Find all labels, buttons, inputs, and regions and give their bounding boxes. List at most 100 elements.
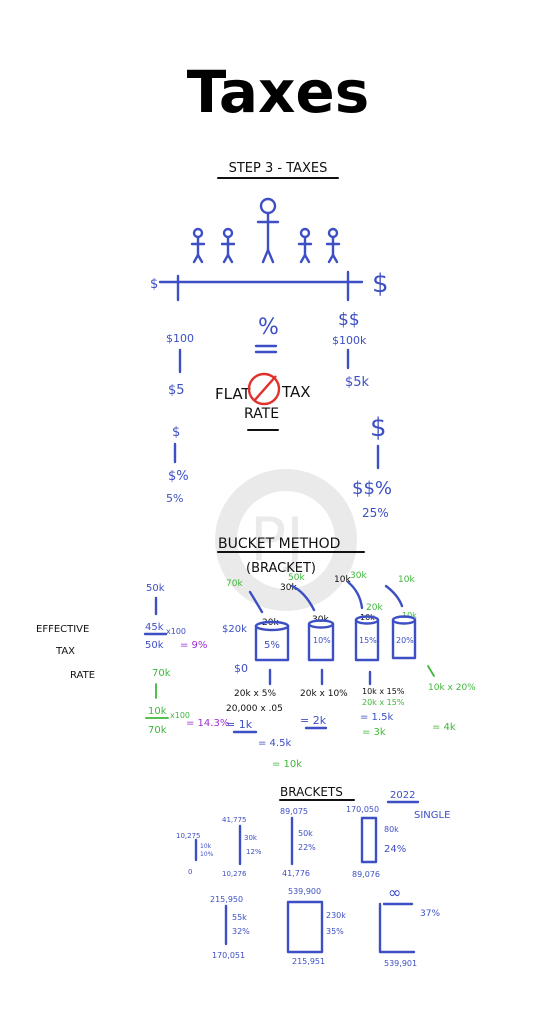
- b1-top: 41,775: [222, 816, 247, 824]
- calc-b1-c: = 2k: [300, 714, 327, 727]
- left-col-1: $5: [168, 383, 185, 398]
- calc-b2-a: 10k x 15%: [362, 687, 405, 696]
- income-label-0: 70k: [226, 579, 243, 589]
- scale-right-dollar: $: [372, 269, 389, 299]
- brackets-heading: BRACKETS: [280, 785, 343, 799]
- arrows-out-of-buckets: [268, 668, 372, 686]
- zero-label: $0: [234, 662, 248, 675]
- calc1-den: 50k: [145, 640, 164, 651]
- b0-rate: 10%: [200, 851, 214, 858]
- tax-label: TAX: [281, 383, 311, 401]
- income-label-1: 50k: [288, 573, 305, 583]
- calc-b0-c: = 1k: [226, 718, 253, 731]
- left-col-4: 5%: [166, 492, 183, 505]
- b0-top: 10,275: [176, 832, 201, 840]
- arrows-into-buckets: [248, 580, 404, 614]
- right-col-4: $$%: [352, 478, 392, 499]
- left-col-3: $%: [168, 469, 189, 484]
- scale-left-dollar: $: [150, 277, 158, 292]
- b2-bottom: 41,776: [282, 869, 310, 878]
- b1-size: 30k: [244, 834, 258, 842]
- b5-size: 230k: [326, 911, 346, 920]
- bucket-heading: BUCKET METHOD: [218, 536, 340, 552]
- calc-b2-c: = 1.5k: [360, 712, 393, 723]
- income-label-5: 10k: [398, 575, 415, 585]
- b0-bottom: 0: [188, 868, 192, 876]
- bucket-rate-0: 5%: [264, 640, 280, 651]
- bracket-24pct: 170,050 80k 24% 89,076: [346, 805, 406, 879]
- calc1-income: 50k: [146, 583, 165, 594]
- bucket-top-label-0: $20k: [222, 624, 247, 635]
- income-label-2: 30k: [280, 583, 297, 593]
- bucket-rate-3: 20%: [396, 636, 414, 645]
- no-sign-icon: [247, 372, 281, 406]
- b2-rate: 22%: [298, 843, 316, 852]
- bracket-35pct: 539,900 230k 35% 215,951: [286, 887, 346, 966]
- calc-b1-a: 20k x 10%: [300, 689, 348, 699]
- bracket-37pct: ∞ 37% 539,901: [378, 883, 440, 968]
- brackets-filing: SINGLE: [414, 810, 450, 821]
- calc1-num: 45k: [145, 622, 164, 633]
- page-title: Taxes: [187, 58, 370, 126]
- b3-size: 80k: [384, 825, 399, 834]
- percent-sign: %: [258, 315, 279, 340]
- flat-label: FLAT: [215, 385, 251, 403]
- calc1-result: = 9%: [180, 640, 207, 651]
- income-label-6: 20k: [366, 603, 383, 613]
- b6-bottom: 539,901: [384, 959, 417, 968]
- calc-b2-b: 20k x 15%: [362, 698, 405, 707]
- bucket-20pct: 20%: [391, 615, 417, 660]
- calc2-income: 70k: [152, 668, 171, 679]
- total-1: = 10k: [272, 759, 302, 770]
- right-col-0: $$: [338, 310, 360, 330]
- effective-label-2: RATE: [70, 670, 95, 681]
- bracket-22pct: 89,075 50k 22% 41,776: [280, 807, 316, 878]
- calc2-num: 10k: [148, 706, 167, 717]
- step-heading: STEP 3 - TAXES: [229, 161, 328, 176]
- calc-b0-b: 20,000 x .05: [226, 704, 283, 714]
- b0-size: 10k: [200, 843, 212, 850]
- income-label-3: 10k: [334, 575, 351, 585]
- b4-bottom: 170,051: [212, 951, 245, 960]
- b1-rate: 12%: [246, 848, 262, 856]
- bucket-10pct: 10%: [307, 619, 335, 662]
- people-icon: [190, 197, 341, 264]
- bracket-32pct: 215,950 55k 32% 170,051: [210, 895, 250, 960]
- bracket-10pct: 10,275 10k 10% 0: [176, 832, 214, 876]
- b4-top: 215,950: [210, 895, 243, 904]
- right-col-3: $: [370, 413, 387, 443]
- total-0: = 4.5k: [258, 738, 291, 749]
- bucket-rate-1: 10%: [313, 636, 331, 645]
- income-label-4: 30k: [350, 571, 367, 581]
- b2-top: 89,075: [280, 807, 308, 816]
- bracket-12pct: 41,775 30k 12% 10,276: [222, 816, 262, 878]
- left-col-0: $100: [166, 332, 194, 345]
- b4-size: 55k: [232, 913, 247, 922]
- rate-label: RATE: [244, 406, 279, 422]
- calc-b3-c: = 4k: [432, 722, 456, 733]
- calc-b2-d: = 3k: [362, 727, 386, 738]
- b3-rate: 24%: [384, 844, 406, 855]
- b4-rate: 32%: [232, 927, 250, 936]
- b3-bottom: 89,076: [352, 870, 380, 879]
- calc2-den: 70k: [148, 725, 167, 736]
- income-label-8: 10k: [402, 611, 417, 620]
- b3-top: 170,050: [346, 805, 379, 814]
- calc2-mult: x100: [170, 711, 190, 720]
- bucket-15pct: 15%: [354, 615, 380, 662]
- bucket-rate-2: 15%: [359, 636, 377, 645]
- b6-rate: 37%: [420, 909, 440, 919]
- calc2-result: = 14.3%: [186, 718, 229, 729]
- arrow-down-icon: [427, 665, 435, 677]
- brackets-year: 2022: [390, 790, 415, 801]
- left-col-2: $: [172, 425, 180, 440]
- b5-rate: 35%: [326, 927, 344, 936]
- bucket-5pct: 5%: [254, 620, 290, 662]
- calc-b3-a: 10k x 20%: [428, 683, 476, 693]
- b5-bottom: 215,951: [292, 957, 325, 966]
- calc-b0-a: 20k x 5%: [234, 689, 276, 699]
- b2-size: 50k: [298, 829, 313, 838]
- b6-top: ∞: [388, 883, 401, 902]
- b5-top: 539,900: [288, 887, 321, 896]
- effective-label-0: EFFECTIVE: [36, 624, 89, 635]
